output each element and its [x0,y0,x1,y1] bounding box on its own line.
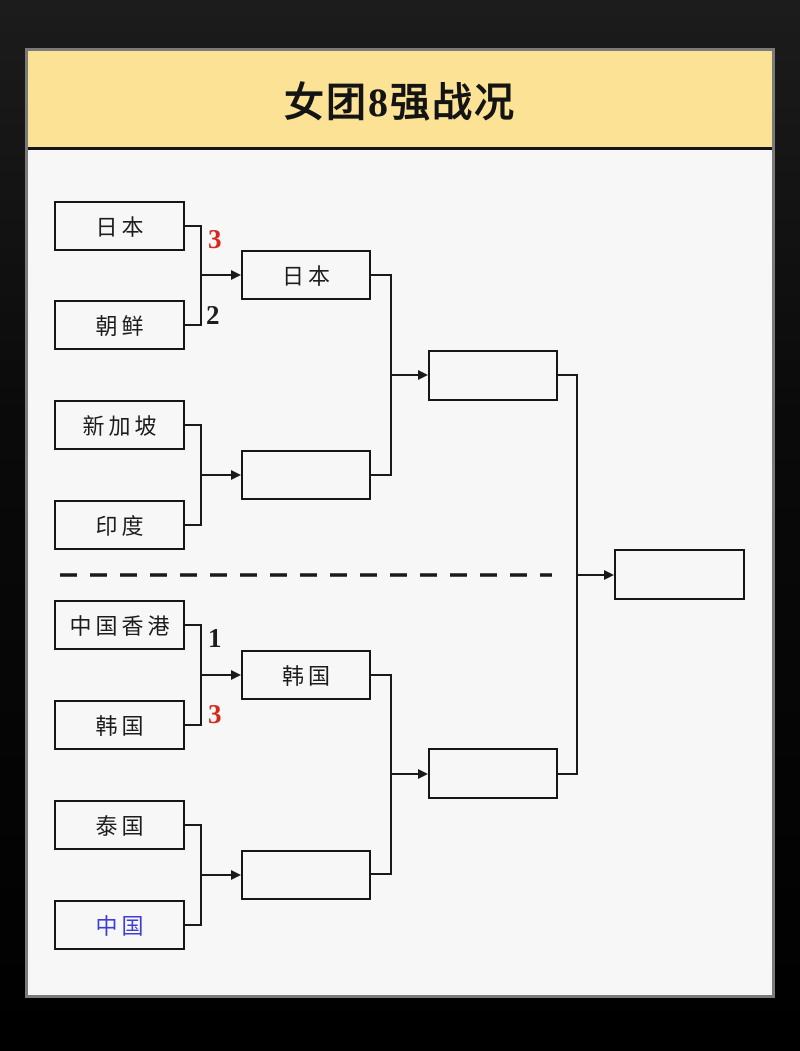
team-box-singapore: 新加坡 [54,400,185,450]
score-qf1-north-korea: 2 [206,300,220,330]
score-qf3-hong-kong: 1 [208,623,222,653]
qf4-winner-box [241,850,371,900]
team-box-thailand: 泰国 [54,800,185,850]
team-box-north-korea: 朝鲜 [54,300,185,350]
team-box-south-korea: 韩国 [54,700,185,750]
team-box-china: 中国 [54,900,185,950]
qf3-winner-box: 韩国 [241,650,371,700]
qf2-winner-box [241,450,371,500]
team-box-hong-kong-china: 中国香港 [54,600,185,650]
sf1-winner-box [428,350,558,401]
qf1-winner-box: 日本 [241,250,371,300]
score-qf1-japan: 3 [208,224,222,254]
final-winner-box [614,549,745,600]
team-box-japan: 日本 [54,201,185,251]
card-header: 女团8强战况 [28,51,772,150]
page-title: 女团8强战况 [284,80,516,125]
score-qf3-south-korea: 3 [208,699,222,729]
team-box-india: 印度 [54,500,185,550]
sf2-winner-box [428,748,558,799]
